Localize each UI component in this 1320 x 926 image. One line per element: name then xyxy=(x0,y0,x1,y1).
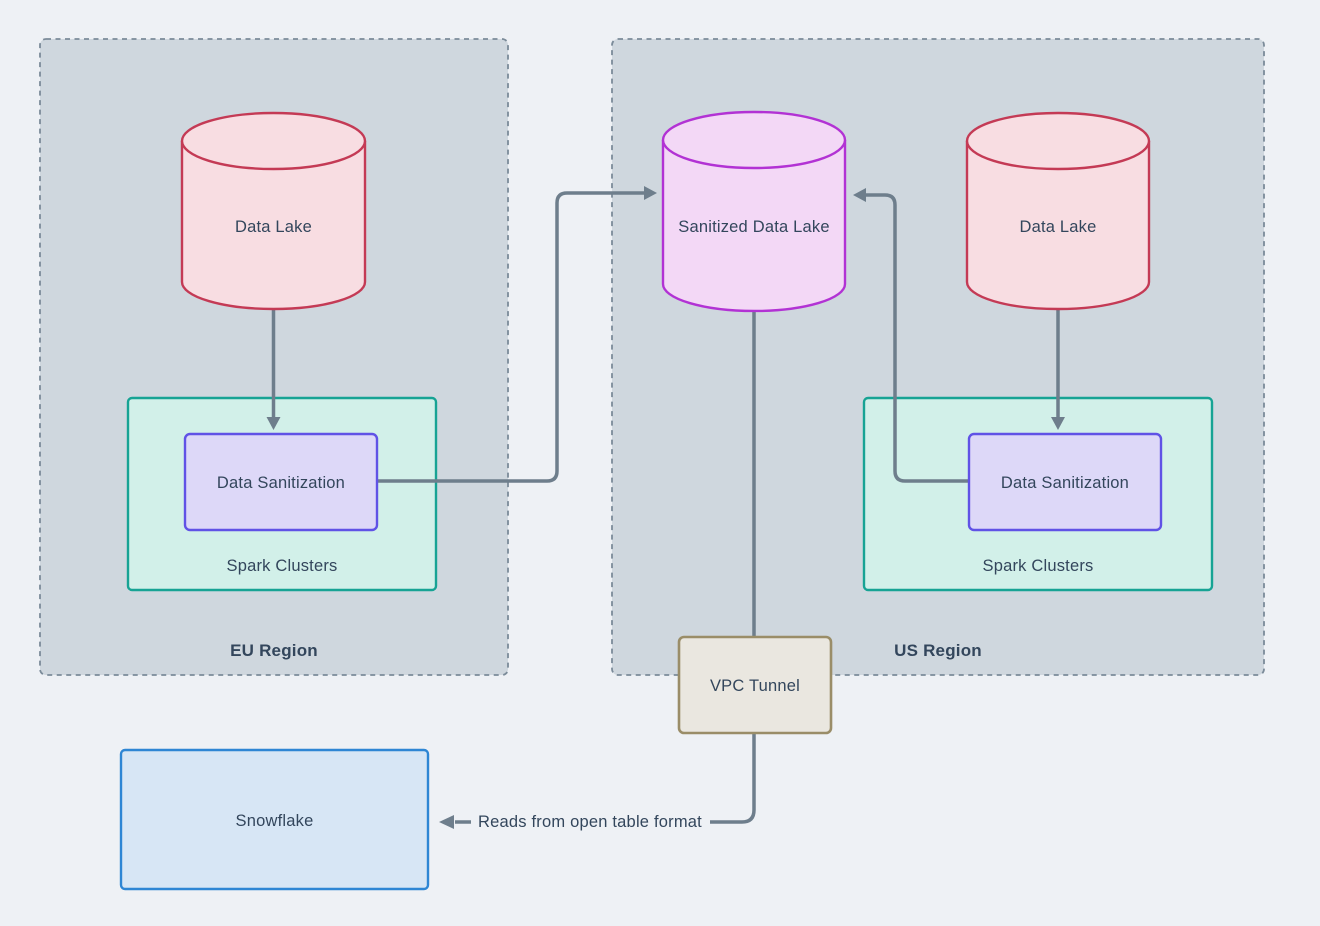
eu-data-lake-body xyxy=(180,141,367,311)
node-eu-data-sanitization: Data Sanitization xyxy=(183,432,379,532)
snowflake-rect xyxy=(119,748,430,891)
edges: Reads from open table format xyxy=(266,186,1065,831)
us-data-sanitization-rect xyxy=(967,432,1163,532)
eu-data-lake-label: Data Lake xyxy=(235,218,312,236)
us-data-lake-body xyxy=(965,141,1151,311)
us-spark-clusters-label: Spark Clusters xyxy=(982,557,1093,575)
us-data-sanitization-label: Data Sanitization xyxy=(1001,474,1129,492)
arrowhead-down-us xyxy=(1051,417,1065,430)
node-us-data-sanitization: Data Sanitization xyxy=(967,432,1163,532)
us-data-lake-label: Data Lake xyxy=(1019,218,1096,236)
node-eu-data-lake: Data Lake xyxy=(180,111,367,311)
eu-data-sanitization-label: Data Sanitization xyxy=(217,474,345,492)
arrowhead-right-sanitized-lake xyxy=(644,186,657,200)
eu-data-lake-top xyxy=(180,111,367,171)
snowflake-label: Snowflake xyxy=(236,812,314,830)
edge-reads-label: Reads from open table format xyxy=(478,813,702,831)
arrowhead-down-eu xyxy=(266,417,281,430)
arrowhead-left-sanitized-lake xyxy=(853,188,866,202)
sanitized-data-lake-label: Sanitized Data Lake xyxy=(678,218,829,236)
region-us-label: US Region xyxy=(894,641,982,660)
sanitized-data-lake-body xyxy=(661,140,847,313)
region-eu-label: EU Region xyxy=(230,641,318,660)
node-vpc-tunnel: VPC Tunnel xyxy=(677,635,833,735)
vpc-tunnel-rect xyxy=(677,635,833,735)
edge-us-sanitization-to-sanitized-lake xyxy=(866,193,969,483)
eu-data-sanitization-rect xyxy=(183,432,379,532)
sanitized-data-lake-top xyxy=(661,110,847,170)
edge-vpc-to-label xyxy=(710,733,756,824)
arrowhead-left-snowflake xyxy=(439,815,454,829)
edge-eu-sanitization-to-sanitized-lake xyxy=(377,191,644,483)
node-snowflake: Snowflake xyxy=(119,748,430,891)
us-data-lake-top xyxy=(965,111,1151,171)
node-sanitized-data-lake: Sanitized Data Lake xyxy=(661,110,847,313)
vpc-tunnel-label: VPC Tunnel xyxy=(710,677,800,695)
node-us-data-lake: Data Lake xyxy=(965,111,1151,311)
eu-spark-clusters-label: Spark Clusters xyxy=(226,557,337,575)
